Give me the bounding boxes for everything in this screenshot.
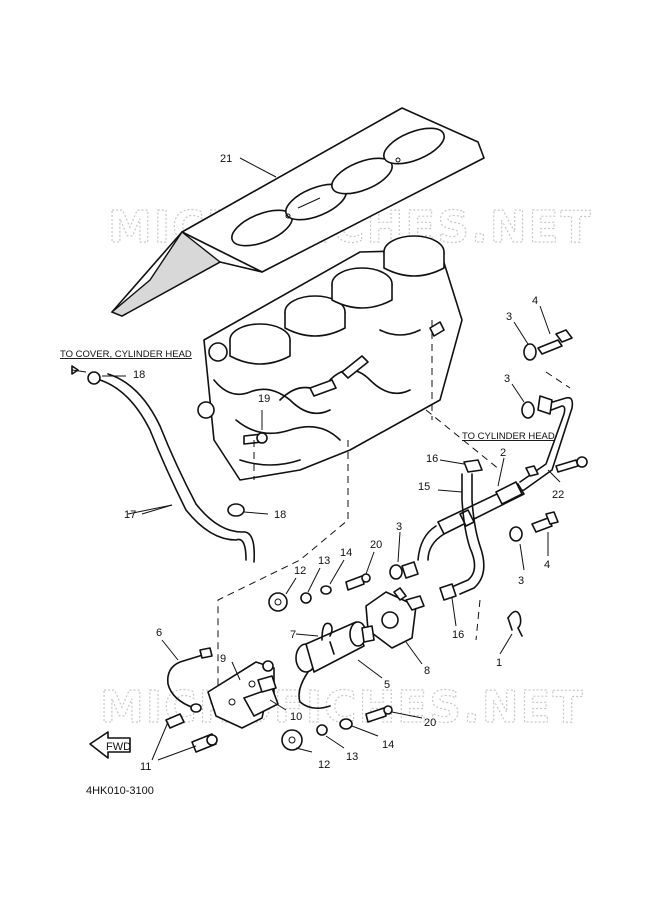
collar-13-upper <box>300 592 312 604</box>
label-22: 22 <box>552 489 564 501</box>
pipe-2 <box>417 481 525 561</box>
washer-3-mid <box>521 401 535 419</box>
label-19: 19 <box>258 393 270 405</box>
label-10: 10 <box>290 711 302 723</box>
washer-3-left <box>389 561 419 580</box>
label-18-top: 18 <box>133 369 145 381</box>
bolt-4-top <box>537 329 573 355</box>
joint-plate-21 <box>110 107 485 317</box>
label-18-bottom: 18 <box>274 509 286 521</box>
grommet-12-lower <box>281 729 303 751</box>
collar-13-lower <box>316 724 328 736</box>
clamp-18-top <box>87 371 101 385</box>
fwd-arrow: FWD <box>89 731 131 759</box>
nut-14-lower <box>339 718 353 730</box>
label-6: 6 <box>156 627 162 639</box>
label-14-lower: 14 <box>382 739 394 751</box>
label-3-bottom-right: 3 <box>518 575 524 587</box>
figure-code: 4HK010-3100 <box>86 785 154 797</box>
fwd-label: FWD <box>106 741 131 753</box>
cable-6 <box>166 647 213 713</box>
note-to-cylinder-head: TO CYLINDER HEAD <box>462 431 555 442</box>
label-15: 15 <box>418 481 430 493</box>
bolt-20-lower <box>365 705 393 723</box>
label-14-upper: 14 <box>340 547 352 559</box>
label-4-bottom: 4 <box>544 559 550 571</box>
label-4-top: 4 <box>532 295 538 307</box>
carburetor-assembly <box>197 235 463 481</box>
clamp-18-bottom <box>227 503 245 517</box>
valve-5 <box>295 621 375 673</box>
grommet-12-upper <box>268 592 288 612</box>
label-11: 11 <box>140 761 151 773</box>
label-12-upper: 12 <box>294 565 306 577</box>
label-16-top: 16 <box>426 453 438 465</box>
label-12-lower: 12 <box>318 759 330 771</box>
label-8: 8 <box>424 665 430 677</box>
label-13-lower: 13 <box>346 751 358 763</box>
nut-14-upper <box>320 585 332 595</box>
clip-22 <box>525 465 539 477</box>
washer-3-bottom-right <box>509 526 523 542</box>
arrow-to-cover <box>71 369 87 373</box>
bolt-19 <box>243 432 268 445</box>
holder-10 <box>243 675 279 717</box>
hose-17 <box>99 373 256 563</box>
bolt-20-upper <box>345 573 371 591</box>
sensor-8 <box>365 587 425 649</box>
label-16-bottom: 16 <box>452 629 464 641</box>
label-3-left: 3 <box>396 521 402 533</box>
bolt-11-a <box>165 713 185 729</box>
label-3-mid: 3 <box>504 373 510 385</box>
label-1: 1 <box>496 657 502 669</box>
bolt-4-bottom <box>531 511 559 533</box>
bolt-22 <box>555 456 588 473</box>
label-9: 9 <box>220 653 226 665</box>
clamp-16-bottom <box>439 583 457 601</box>
label-13-upper: 13 <box>318 555 330 567</box>
label-3-top: 3 <box>506 311 512 323</box>
note-to-cover-cylinder-head: TO COVER, CYLINDER HEAD <box>60 349 192 360</box>
label-7: 7 <box>290 629 296 641</box>
label-5: 5 <box>384 679 390 691</box>
label-2: 2 <box>500 447 506 459</box>
label-17: 17 <box>124 509 136 521</box>
hose-7 <box>321 622 333 641</box>
bolt-11-b <box>191 733 218 753</box>
hose-15 <box>453 473 485 595</box>
label-20-lower: 20 <box>424 717 436 729</box>
washer-3-top <box>523 343 537 361</box>
label-20-upper: 20 <box>370 539 382 551</box>
clip-1 <box>507 610 523 637</box>
label-21: 21 <box>220 153 232 165</box>
wire-5 <box>298 671 331 710</box>
clamp-16-top <box>463 459 483 473</box>
